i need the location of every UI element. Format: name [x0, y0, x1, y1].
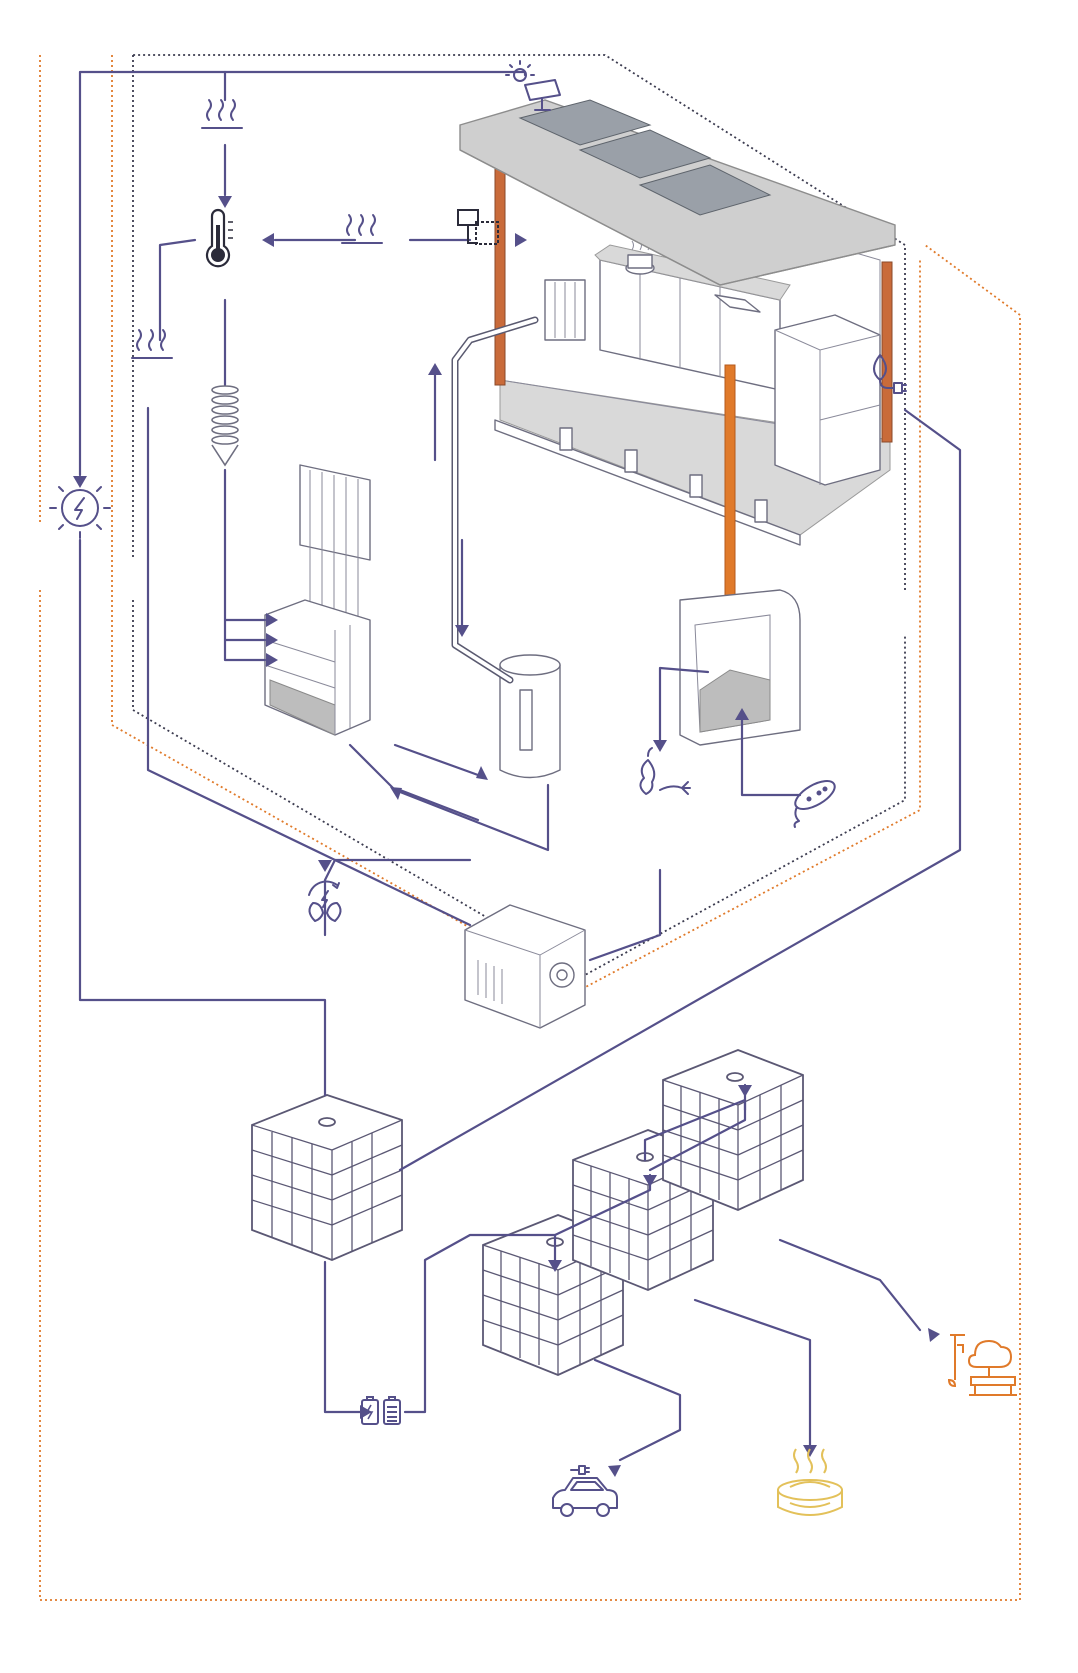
compost-icon [639, 747, 691, 795]
kitchen-sink [714, 294, 761, 313]
power-plug-icon [873, 354, 907, 394]
stove-pot [625, 240, 655, 275]
tank-c [662, 1049, 804, 1211]
heat-waves-icon [341, 214, 383, 244]
roof-solar-panels [518, 99, 772, 216]
radiator [544, 279, 586, 341]
tank-main [251, 1094, 403, 1261]
storage-tanks [251, 1049, 804, 1376]
hot-tub-icon [777, 1448, 843, 1516]
tiny-house [459, 99, 896, 601]
hollow-pipes [451, 316, 539, 684]
counter-doors [639, 270, 721, 377]
biogas-pipe [724, 364, 736, 601]
electricity-icon [49, 477, 111, 539]
house-post-right [881, 261, 893, 443]
battery-icon [361, 1396, 401, 1425]
heat-waves-icon [201, 99, 243, 129]
heat-waves-icon [131, 329, 173, 359]
bacteria-icon [793, 780, 836, 828]
heat-exchanger-icon [457, 209, 499, 245]
dark-inner-boundary [132, 54, 906, 977]
chp-generator [464, 904, 586, 1029]
greenhouse-icon [947, 1334, 1017, 1396]
arrowheads [73, 196, 940, 1477]
fridge [774, 314, 881, 486]
renewable-energy-icon [308, 880, 342, 922]
boundary-outlines [39, 54, 1021, 1601]
house-post-left [494, 149, 506, 386]
orange-inner-boundary [111, 55, 921, 992]
hydroponic-rack [264, 464, 371, 736]
thermometer-icon [205, 208, 233, 268]
flow-lines [78, 70, 962, 1462]
electric-car-icon [552, 1465, 618, 1517]
orange-outer-boundary [39, 55, 1021, 1601]
solar-panel-icon [505, 60, 561, 111]
deck-joists [559, 427, 768, 523]
biogas-digester [679, 589, 801, 746]
water-heater [499, 654, 561, 779]
coil-filter-icon [211, 385, 239, 467]
